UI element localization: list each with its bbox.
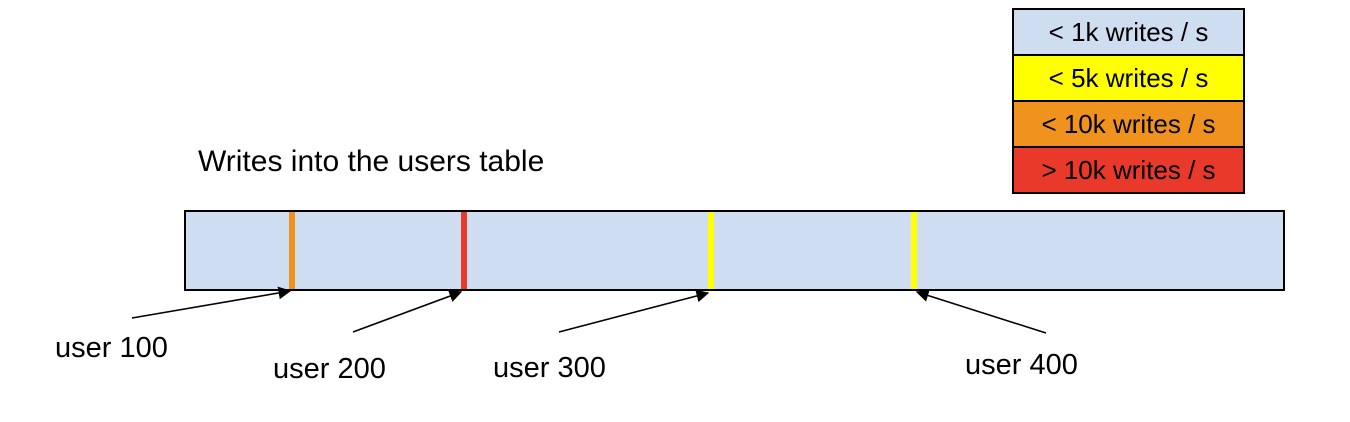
users-table-bar bbox=[184, 210, 1285, 291]
arrow-user-100 bbox=[131, 286, 292, 319]
legend-item-label: < 10k writes / s bbox=[1041, 108, 1216, 139]
label-user-400: user 400 bbox=[965, 349, 1078, 381]
hotspot-stripe-user-200 bbox=[461, 212, 467, 289]
legend: < 1k writes / s < 5k writes / s < 10k wr… bbox=[1012, 8, 1245, 194]
label-user-100: user 100 bbox=[55, 332, 168, 364]
label-user-300: user 300 bbox=[493, 352, 606, 384]
hotspot-stripe-user-400 bbox=[911, 212, 917, 289]
arrow-user-200 bbox=[352, 289, 463, 333]
hotspot-stripe-user-300 bbox=[708, 212, 714, 289]
legend-item-under-10k: < 10k writes / s bbox=[1012, 100, 1245, 148]
arrow-user-400 bbox=[915, 289, 1047, 334]
diagram-title: Writes into the users table bbox=[198, 145, 545, 178]
arrow-user-300 bbox=[558, 289, 710, 333]
legend-item-label: > 10k writes / s bbox=[1041, 154, 1216, 185]
legend-item-label: < 5k writes / s bbox=[1048, 62, 1209, 93]
legend-item-under-1k: < 1k writes / s bbox=[1012, 8, 1245, 56]
legend-item-label: < 1k writes / s bbox=[1048, 16, 1209, 47]
legend-item-under-5k: < 5k writes / s bbox=[1012, 54, 1245, 102]
label-user-200: user 200 bbox=[273, 353, 386, 385]
legend-item-over-10k: > 10k writes / s bbox=[1012, 146, 1245, 194]
hotspot-stripe-user-100 bbox=[289, 212, 295, 289]
